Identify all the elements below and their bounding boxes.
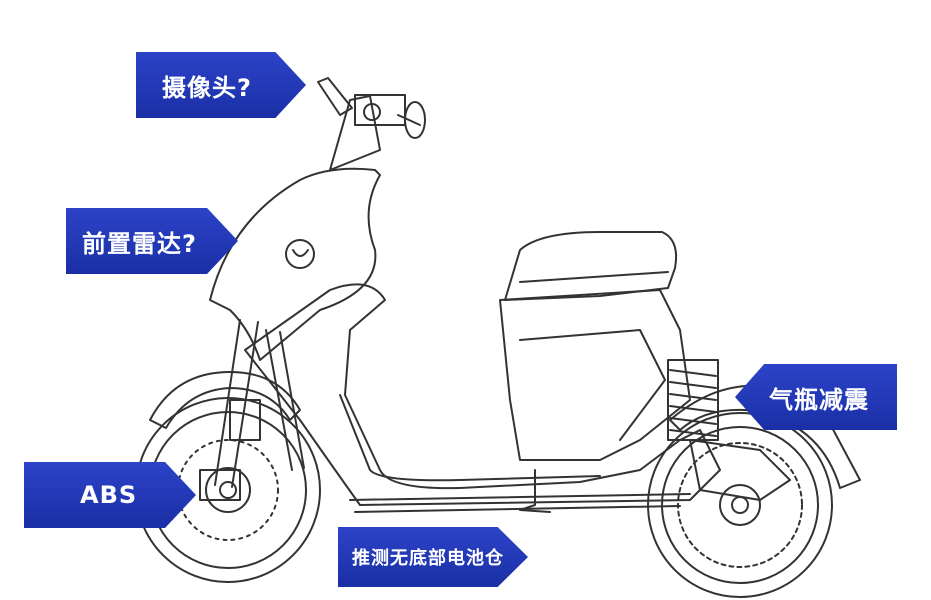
frame-line-lower — [354, 505, 681, 513]
callout-front-radar: 前置雷达? — [66, 208, 238, 274]
front-fender — [149, 371, 301, 429]
floorboard-line — [339, 394, 601, 482]
under-seat-detail — [519, 329, 666, 441]
callout-gas-shock: 气瓶减震 — [735, 364, 897, 430]
callout-abs: ABS — [24, 462, 196, 528]
callout-battery: 推测无底部电池仓 — [338, 527, 528, 587]
handlebar-assembly — [317, 77, 426, 171]
callout-gas-shock-label: 气瓶减震 — [769, 385, 869, 414]
under-seat-panel — [499, 289, 691, 461]
callout-front-radar-label: 前置雷达? — [82, 229, 197, 258]
kickstand — [519, 469, 551, 513]
front-wheel — [135, 397, 321, 583]
swingarm — [689, 439, 791, 501]
callout-battery-label: 推测无底部电池仓 — [352, 548, 504, 569]
front-fork — [199, 319, 305, 501]
rear-shock — [667, 359, 719, 441]
brand-emblem — [285, 239, 315, 269]
callout-camera: 摄像头? — [136, 52, 306, 118]
callout-abs-label: ABS — [80, 481, 138, 509]
seat — [504, 231, 678, 301]
front-apron — [209, 167, 381, 361]
seat-seam — [519, 271, 669, 283]
callout-camera-label: 摄像头? — [162, 73, 252, 102]
rear-wheel — [647, 412, 833, 598]
frame-line — [349, 493, 691, 501]
main-body — [244, 283, 721, 506]
